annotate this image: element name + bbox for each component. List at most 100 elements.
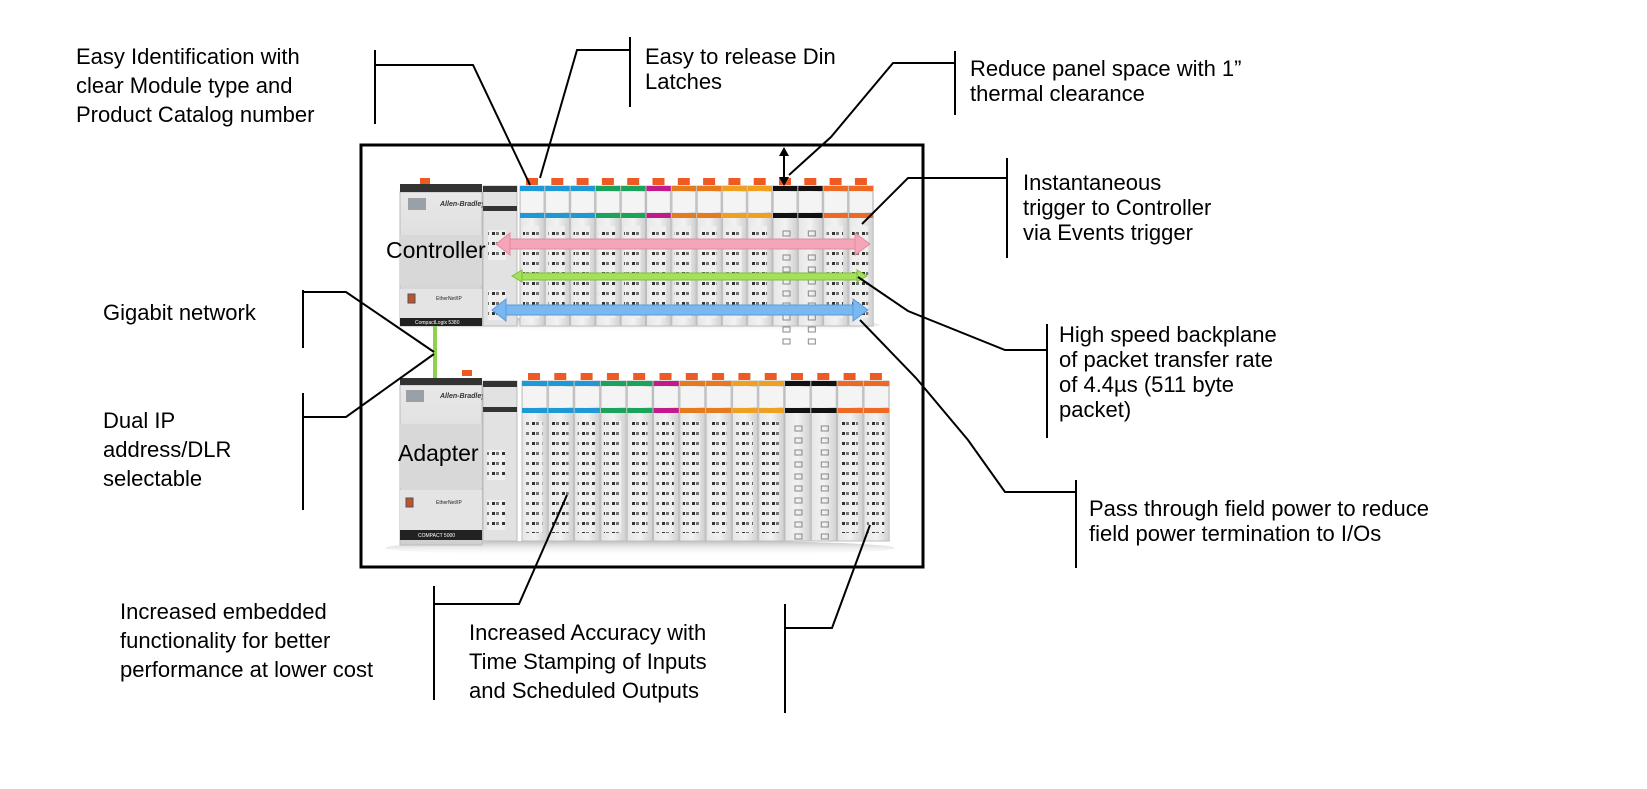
io-module — [521, 373, 548, 542]
io-module — [653, 373, 680, 542]
module-catalog-band — [653, 408, 679, 413]
io-module — [544, 178, 571, 327]
module-label-panel — [628, 387, 652, 407]
module-label-panel — [849, 192, 873, 212]
io-module — [570, 178, 596, 327]
indicator-slot — [820, 425, 829, 432]
adapter-port-panel — [400, 490, 482, 530]
module-type-band — [798, 186, 823, 191]
din-latches-leader — [539, 49, 630, 179]
module-catalog-band — [646, 213, 671, 218]
din-latch-icon — [526, 178, 538, 185]
module-type-band — [671, 186, 697, 191]
module-catalog-band — [773, 213, 798, 218]
rack-shadow-bottom — [385, 540, 895, 556]
indicator-slot — [820, 521, 829, 528]
indicator-slot — [794, 509, 803, 516]
controller-brand: Allen-Bradley — [439, 201, 486, 208]
module-type-band — [758, 381, 784, 386]
module-type-band — [706, 381, 732, 386]
io-module — [772, 178, 798, 345]
controller-network-label: EtherNet/IP — [436, 296, 463, 302]
module-label-panel — [838, 387, 862, 407]
module-label-panel — [723, 192, 746, 212]
module-catalog-band — [679, 408, 706, 413]
indicator-slot — [807, 230, 816, 237]
field-power-leader — [859, 319, 1076, 493]
module-label-panel — [549, 387, 573, 407]
terminal-block — [551, 421, 569, 533]
module-type-band — [574, 381, 600, 386]
module-catalog-band — [570, 213, 595, 218]
adapter-usb-port-icon — [405, 497, 414, 508]
din-latch-icon — [652, 178, 665, 185]
din-latch-icon — [659, 373, 672, 380]
io-module — [784, 373, 811, 542]
io-module — [696, 178, 722, 327]
module-catalog-band — [785, 408, 811, 413]
module-label-panel — [759, 387, 783, 407]
terminal-block — [656, 421, 674, 533]
io-module-body — [784, 380, 811, 542]
adapter-rack: Allen-Bradley EtherNet/IP COMPACT 5000 — [385, 370, 895, 556]
din-latch-icon — [817, 373, 830, 380]
terminal-block — [735, 421, 753, 533]
din-latch-icon — [804, 178, 817, 185]
leader-lines — [302, 37, 1077, 713]
module-type-band — [785, 381, 811, 386]
module-catalog-band — [671, 213, 697, 218]
module-type-band — [773, 186, 798, 191]
io-module — [758, 373, 785, 542]
module-catalog-band — [548, 408, 574, 413]
controller-label: Controller — [386, 237, 486, 263]
indicator-slot — [807, 266, 816, 273]
din-latch-icon — [685, 373, 698, 380]
terminal-block — [761, 421, 779, 533]
io-module — [626, 373, 654, 542]
indicator-slot — [782, 290, 791, 297]
module-label-panel — [748, 192, 771, 212]
indicator-slot — [782, 338, 791, 345]
io-module — [731, 373, 759, 542]
indicator-slot — [820, 533, 829, 540]
callout-identification: Easy Identification with clear Module ty… — [76, 44, 315, 127]
io-module — [547, 373, 575, 542]
indicator-slot — [807, 338, 816, 345]
adapter-footer-band — [400, 530, 482, 540]
module-label-panel — [622, 192, 645, 212]
module-catalog-band — [811, 408, 837, 413]
din-latch-icon — [551, 178, 564, 185]
din-latch-icon — [869, 373, 882, 380]
module-type-band — [522, 381, 548, 386]
terminal-block — [840, 421, 858, 533]
adapter-io-modules — [521, 373, 890, 542]
terminal-block — [866, 421, 885, 533]
embedded-leader — [434, 494, 568, 605]
module-catalog-band — [732, 408, 758, 413]
io-module — [620, 178, 647, 327]
din-latch-icon — [576, 178, 589, 185]
io-module — [646, 178, 672, 327]
panel-space-leader — [788, 62, 955, 176]
din-latch-icon — [738, 373, 751, 380]
module-type-band — [811, 381, 837, 386]
module-type-band — [627, 381, 653, 386]
io-module-body — [810, 380, 838, 542]
controller-rack: Allen-Bradley EtherNet/IP CompactLogix 5… — [399, 178, 880, 345]
din-latch-icon — [633, 373, 646, 380]
module-catalog-band — [706, 408, 732, 413]
module-catalog-band — [747, 213, 772, 218]
callout-gigabit: Gigabit network — [103, 300, 256, 325]
din-latch-icon — [677, 178, 690, 185]
time-stamping-leader — [785, 524, 871, 629]
module-catalog-band — [848, 213, 874, 218]
io-module — [823, 178, 849, 327]
module-type-band — [595, 186, 621, 191]
hardware-frame — [359, 143, 925, 569]
indicator-slot — [820, 497, 829, 504]
callout-events-trigger: Instantaneous trigger to Controller via … — [1023, 170, 1212, 245]
module-type-band — [600, 381, 627, 386]
io-module — [671, 178, 697, 327]
callout-time-stamping: Increased Accuracy with Time Stamping of… — [469, 620, 707, 703]
